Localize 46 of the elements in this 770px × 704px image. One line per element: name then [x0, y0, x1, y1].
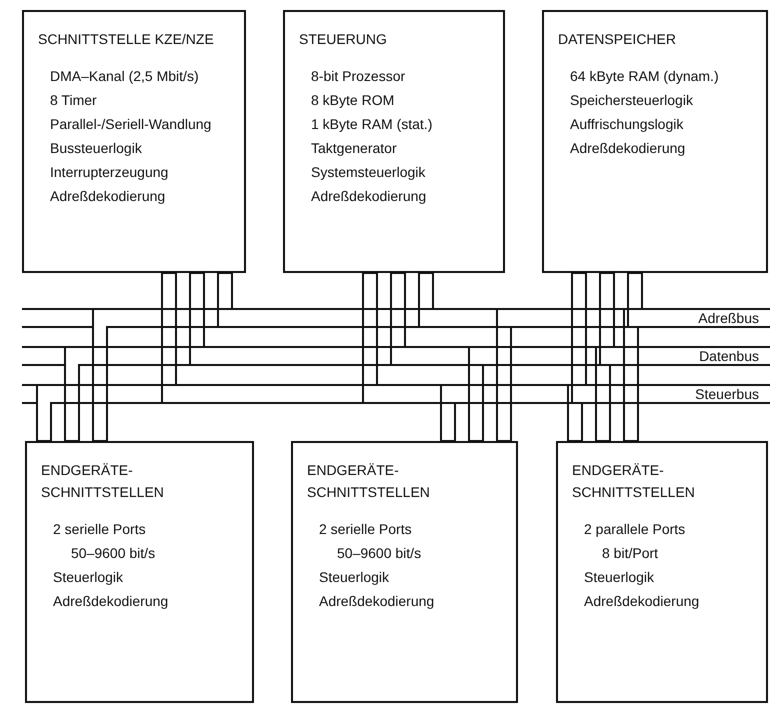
module-title: ENDGERÄTE- SCHNITTSTELLEN [572, 461, 692, 502]
feature-text: 2 serielle Ports [52, 520, 147, 539]
feature-text: 1 kByte RAM (stat.) [310, 115, 434, 134]
feature-text: Adreßdekodierung [52, 592, 170, 611]
module-box [22, 10, 246, 273]
module-title: ENDGERÄTE- SCHNITTSTELLEN [307, 461, 427, 502]
feature-text: Systemsteuerlogik [310, 163, 426, 182]
feature-text: Adreßdekodierung [583, 592, 700, 611]
feature-text: 8 bit/Port [601, 544, 660, 563]
module-box [556, 441, 768, 703]
feature-text: 50–9600 bit/s [70, 544, 156, 563]
module-title: ENDGERÄTE- SCHNITTSTELLEN [41, 461, 161, 502]
feature-text: 2 serielle Ports [318, 520, 413, 539]
bus-band [650, 346, 770, 366]
feature-text: DMA–Kanal (2,5 Mbit/s) [49, 67, 200, 86]
feature-text: Steuerlogik [318, 568, 390, 587]
feature-text: Bussteuerlogik [49, 139, 143, 158]
bus-band [650, 384, 770, 404]
feature-text: Adreßdekodierung [569, 139, 686, 158]
bus-connection [623, 308, 651, 442]
feature-text: 50–9600 bit/s [336, 544, 422, 563]
feature-text: Adreßdekodierung [49, 187, 166, 206]
feature-text: Interrupterzeugung [49, 163, 170, 182]
module-box [283, 10, 505, 273]
feature-text: 2 parallele Ports [583, 520, 686, 539]
module-box [542, 10, 768, 273]
feature-text: Parallel-/Seriell-Wandlung [49, 115, 212, 134]
bus-band [650, 308, 770, 328]
feature-text: Steuerlogik [583, 568, 656, 587]
module-box [291, 441, 518, 703]
feature-text: 8 Timer [49, 91, 98, 110]
feature-text: Speichersteuerlogik [569, 91, 694, 110]
feature-text: Adreßdekodierung [310, 187, 428, 206]
feature-text: 8 kByte ROM [310, 91, 396, 110]
feature-text: Auffrischungslogik [569, 115, 684, 134]
bus-connection [567, 384, 651, 442]
module-title: DATENSPEICHER [558, 30, 677, 49]
module-title: STEUERUNG [299, 30, 388, 49]
feature-text: Adreßdekodierung [318, 592, 436, 611]
module-title: SCHNITTSTELLE KZE/NZE [38, 30, 215, 49]
feature-text: 8-bit Prozessor [310, 67, 406, 86]
feature-text: 64 kByte RAM (dynam.) [569, 67, 720, 86]
module-box [25, 441, 254, 703]
feature-text: Steuerlogik [52, 568, 124, 587]
bus-connection [595, 346, 651, 442]
feature-text: Taktgenerator [310, 139, 398, 158]
